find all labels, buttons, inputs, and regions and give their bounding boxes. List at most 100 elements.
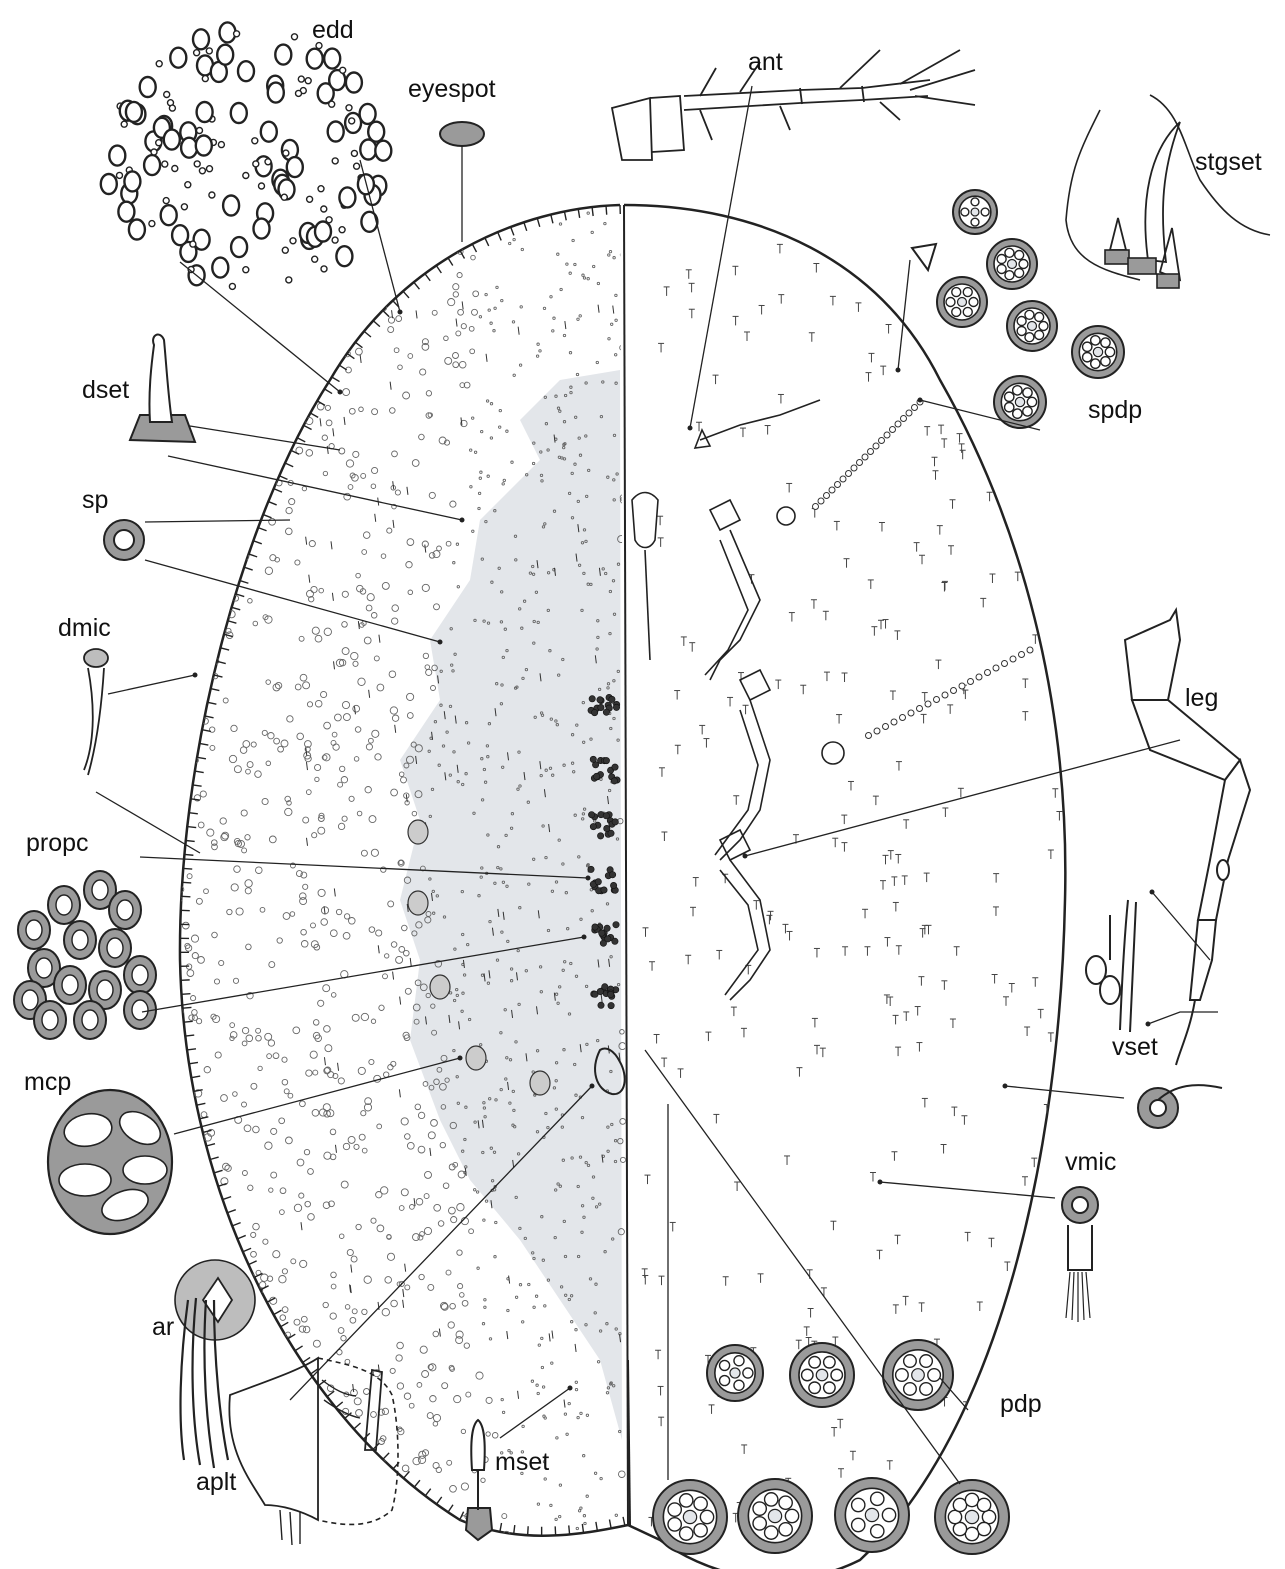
duct-dot [297, 1159, 304, 1166]
edd-duct [194, 161, 200, 167]
marginal-seta [551, 215, 553, 224]
edd-duct [124, 171, 140, 191]
duct-dot [308, 1169, 314, 1175]
duct-dot [404, 1393, 410, 1399]
duct-dot [501, 299, 503, 301]
duct-dot [433, 1414, 440, 1421]
duct-dot [436, 1467, 441, 1472]
duct-dot [593, 1533, 595, 1535]
marginal-seta [354, 1423, 361, 1429]
duct-dot [233, 1092, 238, 1097]
duct-dot [241, 294, 246, 299]
edd-duct [243, 267, 249, 273]
duct-dot [253, 1126, 260, 1133]
duct-dot [402, 1465, 409, 1472]
duct-dot [347, 1249, 353, 1255]
edd-duct [121, 121, 127, 127]
dorsal-central-shade [400, 370, 622, 1440]
spdp-pore-loculus [1017, 326, 1026, 335]
duct-dot [272, 1475, 277, 1480]
duct-dot [390, 1368, 395, 1373]
duct-dot [192, 1453, 197, 1458]
marginal-seta [189, 1062, 198, 1063]
arrowhead [582, 935, 587, 940]
propc-pore [612, 764, 618, 770]
seta-tick [334, 661, 335, 669]
edd-duct [315, 222, 331, 242]
duct-dot [476, 1191, 478, 1193]
duct-dot [348, 1487, 355, 1494]
duct-dot [482, 1323, 484, 1325]
spiracular-disc-pore [934, 697, 940, 703]
duct-dot [454, 1396, 461, 1403]
spiracular-disc-pore [900, 715, 906, 721]
pdp-inset [653, 1340, 1009, 1554]
duct-dot [242, 1027, 248, 1033]
duct-dot [416, 221, 422, 227]
marginal-seta [448, 1505, 453, 1512]
duct-dot [203, 566, 209, 572]
duct-dot [300, 674, 307, 681]
duct-dot [246, 391, 252, 397]
propc-pore-lumen [132, 1000, 148, 1020]
duct-dot [231, 1385, 238, 1392]
duct-dot [470, 349, 475, 354]
spdp-pore-loculus [1005, 392, 1014, 401]
duct-dot [271, 1128, 277, 1134]
duct-dot [318, 253, 323, 258]
propc-pore [591, 709, 597, 715]
duct-dot [250, 480, 255, 485]
marginal-seta [304, 425, 312, 429]
label-stgset: stgset [1195, 148, 1262, 176]
duct-dot [330, 930, 337, 937]
duct-dot [227, 909, 232, 914]
arrowhead [896, 368, 901, 373]
duct-dot [253, 327, 259, 333]
propc-pore-lumen [42, 1010, 58, 1030]
arrowhead [338, 390, 343, 395]
duct-dot [279, 1276, 286, 1283]
seta-tick [332, 593, 333, 601]
duct-dot [341, 1181, 348, 1188]
duct-dot [470, 486, 472, 488]
duct-dot [490, 437, 492, 439]
duct-dot [551, 1362, 553, 1364]
pdp-pore-loculus [779, 1523, 792, 1536]
propc-pore [598, 1002, 604, 1008]
label-ant: ant [748, 48, 783, 76]
propc-pore-lumen [26, 920, 42, 940]
duct-dot [372, 409, 378, 415]
duct-dot [336, 909, 341, 914]
propc-pore [613, 922, 619, 928]
duct-dot [341, 1336, 346, 1341]
duct-dot [335, 354, 340, 359]
duct-dot [288, 1093, 293, 1098]
duct-dot [190, 1179, 196, 1185]
spdp-inset [912, 190, 1124, 428]
duct-dot [488, 309, 490, 311]
duct-dot [450, 1303, 456, 1309]
duct-dot [292, 1374, 298, 1380]
duct-dot [473, 291, 479, 297]
spdp-pore-center [1008, 260, 1017, 269]
duct-dot [323, 1409, 329, 1415]
duct-dot [377, 1461, 384, 1468]
spiracular-disc-pore [912, 405, 918, 411]
duct-dot [181, 376, 186, 381]
duct-dot [223, 1163, 230, 1170]
duct-dot [533, 1306, 535, 1308]
pdp-pore-loculus [965, 1527, 978, 1540]
arrowhead [878, 1180, 883, 1185]
spiracular-disc-pore [959, 683, 965, 689]
pdp-pore-loculus [824, 1356, 836, 1368]
spdp-pore-center [1015, 397, 1024, 406]
marginal-seta [528, 1526, 529, 1535]
duct-dot [269, 276, 275, 282]
marginal-seta [191, 799, 200, 800]
duct-dot [192, 953, 198, 959]
spdp-pore-loculus [1039, 322, 1048, 331]
duct-dot [531, 1380, 533, 1382]
duct-dot [352, 1309, 357, 1314]
spdp-pore-center [1093, 347, 1102, 356]
duct-dot [486, 1397, 492, 1403]
